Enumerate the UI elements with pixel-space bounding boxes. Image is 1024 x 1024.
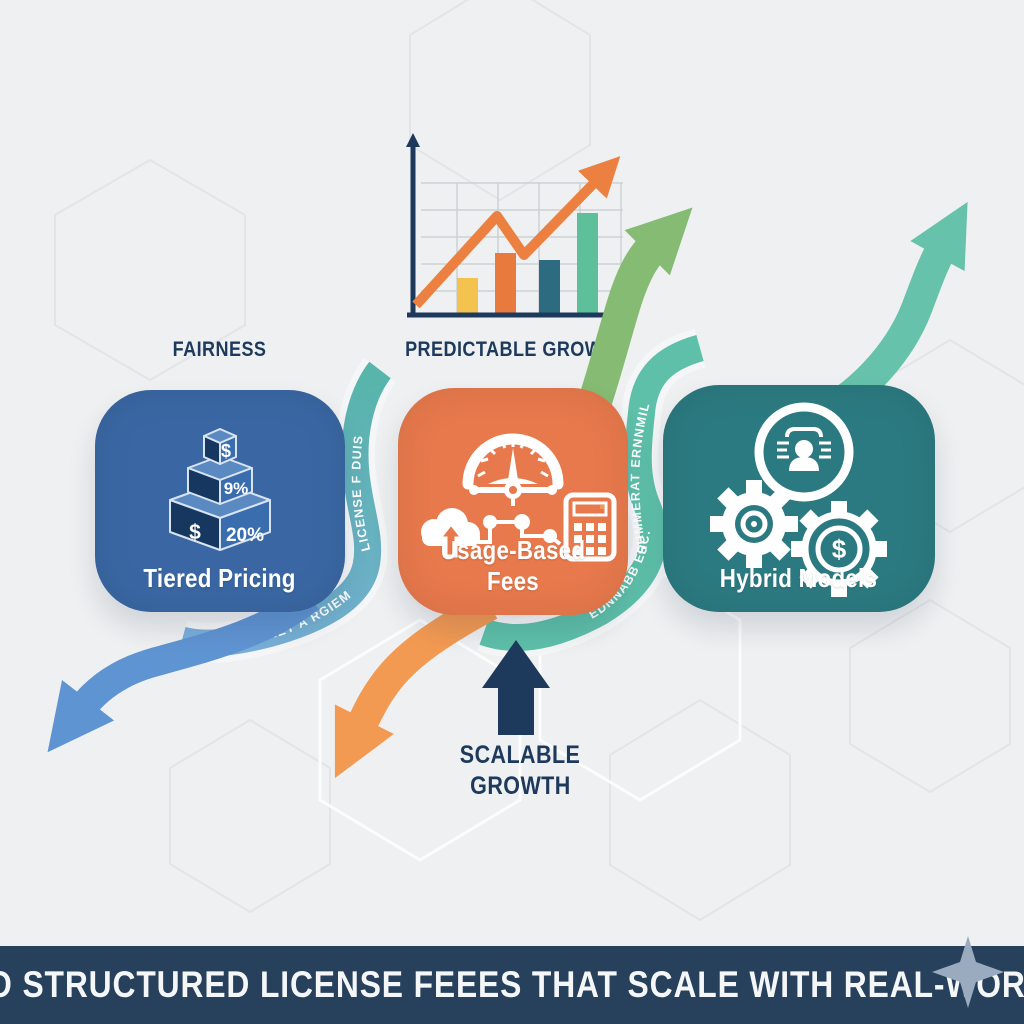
sparkle-icon [932,936,1004,1008]
chart-bars [457,213,598,315]
user-card-icon [754,402,854,502]
tiered-pyramid-icon: $ 9% $ 20% [169,428,271,551]
cloud-upload-icon [421,508,480,558]
card-title-usage-based-fees: Usage-Based Fees [440,535,586,596]
predictable-growth-label: PREDICTABLE GROWTH [404,338,628,361]
pyramid-middle-percent: 9% [224,479,249,498]
chart-bar [457,278,478,315]
pyramid-bottom-dollar: $ [189,521,201,544]
pyramid-bottom-percent: 20% [226,525,264,546]
card-title-hybrid-models: Hybrid Models [720,563,878,593]
orange-curved-arrow [334,591,498,779]
chart-bar [495,253,516,315]
card-hybrid-models: $ Hybrid Models [663,385,935,612]
calculator-icon [563,492,617,562]
trend-arrow-icon [412,156,621,309]
chart-bar [577,213,598,315]
pyramid-top-dollar: $ [221,441,231,461]
fairness-label: FAIRNESS [173,338,267,361]
network-nodes-icon [478,514,562,546]
card-tiered-pricing: $ 9% $ 20% Tiered Pricing [95,390,345,612]
gauge-icon [462,433,564,506]
dollar-gear-icon: $ [791,501,887,597]
chart-bar [539,260,560,315]
scalable-growth-arrow [482,640,550,735]
scalable-growth-label: SCALABLE GROWTH [459,741,581,800]
bar-chart-icon [406,133,637,322]
gear-dollar-label: $ [832,534,847,564]
gear-icon [710,480,798,568]
blue-curved-arrow [47,586,319,753]
card-title-tiered-pricing: Tiered Pricing [143,563,297,593]
chart-axes [406,133,637,322]
footer-title: HOW TO STRUCTURED LICENSE FEEES THAT SCA… [0,964,1024,1005]
card-usage-based-fees: Usage-Based Fees [398,388,628,615]
footer-banner: HOW TO STRUCTURED LICENSE FEEES THAT SCA… [0,946,1024,1024]
